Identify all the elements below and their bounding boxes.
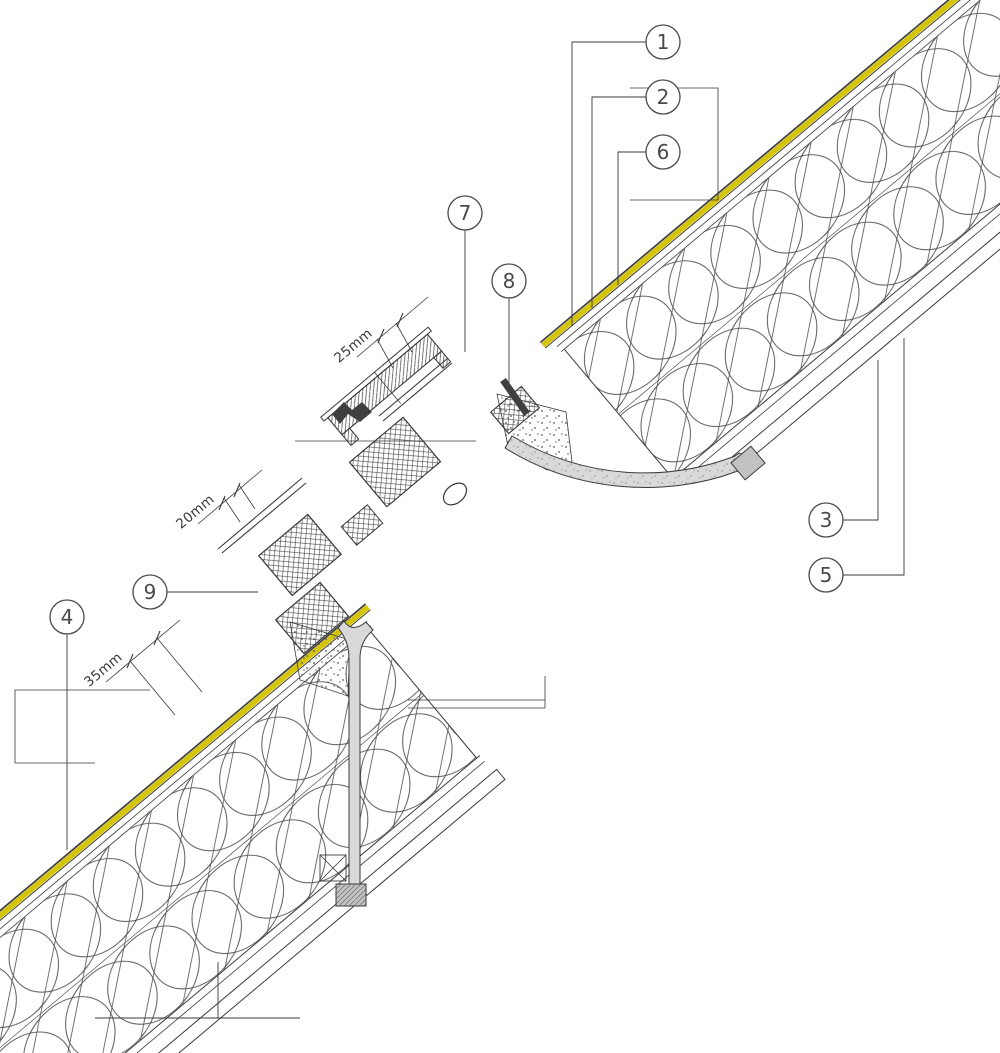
lining-batten-box: [319, 854, 347, 882]
callout-leaders: [66, 41, 905, 850]
cap-end-tab-right: [433, 350, 452, 369]
lower-break-box: [14, 689, 150, 764]
callout-5-leader: [843, 338, 905, 576]
upper-glass-line-2: [382, 362, 453, 422]
callout-1: 1: [645, 24, 681, 60]
dim25-ticks: [377, 312, 404, 344]
callout-6: 6: [645, 134, 681, 170]
glass-pane-lines: [217, 357, 453, 554]
lining-edge-batten: [730, 445, 766, 481]
callout-2-number: 2: [657, 85, 670, 109]
membrane-upstand-flashing: [500, 377, 530, 417]
dim20-ticks: [218, 482, 241, 511]
interior-reveal-lines: [408, 676, 546, 709]
callout-5-circle: [808, 557, 844, 593]
window-joint-assembly: [217, 326, 766, 907]
callout-3: 3: [808, 502, 844, 538]
callout-7: 7: [447, 195, 483, 231]
callout-1-number: 1: [657, 30, 670, 54]
dim20-label: 20mm: [173, 491, 218, 532]
lower-ceiling-board: [0, 768, 506, 1053]
upper-boarding-line-1: [556, 0, 1000, 348]
dim35-label: 35mm: [81, 649, 126, 690]
lower-insulation-layer-joint: [0, 693, 423, 1053]
callout-8-circle: [491, 263, 527, 299]
dimension-35mm: 35mm: [81, 619, 203, 716]
lower-roof-membrane: [0, 604, 370, 1053]
lower-roof-surface-line: [0, 603, 367, 1053]
lower-roof-section: [0, 603, 506, 1053]
lower-membrane-underside-line: [0, 609, 371, 1053]
lower-batten-line: [0, 760, 485, 1053]
lower-reveal-lining: [337, 620, 374, 887]
callout-8-number: 8: [503, 269, 516, 293]
callout-6-circle: [645, 134, 681, 170]
callout-2: 2: [645, 79, 681, 115]
callout-2-circle: [645, 79, 681, 115]
callout-6-leader: [617, 151, 646, 285]
callout-7-number: 7: [459, 201, 472, 225]
upper-sash-section: [348, 416, 442, 508]
joint-packer-section: [340, 504, 384, 546]
lower-glass-line-1: [217, 477, 303, 550]
callout-3-leader: [843, 360, 879, 521]
upper-insulation-layer-joint: [618, 0, 1000, 415]
lining-batten-cross: [319, 854, 347, 882]
lower-glass-line-2: [221, 482, 307, 554]
dim20-extension-lines: [223, 484, 256, 523]
callout-5: 5: [808, 557, 844, 593]
callout-4-number: 4: [61, 605, 74, 629]
dim35-extension-lines: [129, 637, 203, 716]
callout-1-leader: [571, 41, 646, 326]
callout-7-circle: [447, 195, 483, 231]
upper-vapour-barrier-line: [669, 0, 1000, 482]
cap-fixing-line: [374, 371, 402, 404]
frame-sections: [257, 385, 541, 655]
callout-4: 4: [49, 599, 85, 635]
callout-9: 9: [132, 574, 168, 610]
upper-roof-surface-line: [539, 0, 1000, 344]
upper-insulation-batts: [564, 0, 1000, 479]
dim35-line: [105, 619, 181, 683]
callout-3-circle: [808, 502, 844, 538]
callout-9-number: 9: [144, 580, 157, 604]
callout-3-number: 3: [820, 508, 833, 532]
callout-9-circle: [132, 574, 168, 610]
callout-2-leader: [591, 96, 646, 308]
seal-bulb-gasket: [442, 482, 468, 506]
head-trimmer-section: [489, 385, 541, 435]
dim25-extension-lines: [376, 322, 413, 369]
dim25-line: [356, 296, 429, 358]
lining-foot-block-hatch: [336, 884, 366, 906]
callout-4-circle: [49, 599, 85, 635]
dim25-label: 25mm: [331, 325, 376, 366]
upper-roof-membrane: [540, 0, 1000, 348]
callout-balloons: 1 2 6 7 8 3 5 4: [49, 24, 844, 635]
lower-frame-section: [274, 581, 350, 655]
dim35-ticks: [126, 630, 161, 669]
lower-sash-section: [257, 513, 343, 597]
upper-batten-line: [680, 0, 1000, 483]
coupling-gasket: [332, 402, 372, 424]
upper-roof-section: [539, 0, 1000, 483]
upper-reveal-lining-texture: [505, 436, 747, 488]
upper-glass-line-1: [378, 357, 449, 417]
callout-8: 8: [491, 263, 527, 299]
upper-insulation-cut-edge: [564, 349, 673, 479]
lower-boarding-line-2: [0, 625, 372, 1053]
upper-membrane-underside-line: [544, 0, 1000, 349]
callout-5-number: 5: [820, 563, 833, 587]
callout-6-number: 6: [657, 140, 670, 164]
lower-boarding-line-1: [0, 620, 368, 1053]
callout-1-circle: [645, 24, 681, 60]
lower-insulation-cut-edge: [367, 628, 477, 759]
upper-boarding-line-2: [560, 0, 1000, 353]
dim20-line: [197, 469, 263, 525]
